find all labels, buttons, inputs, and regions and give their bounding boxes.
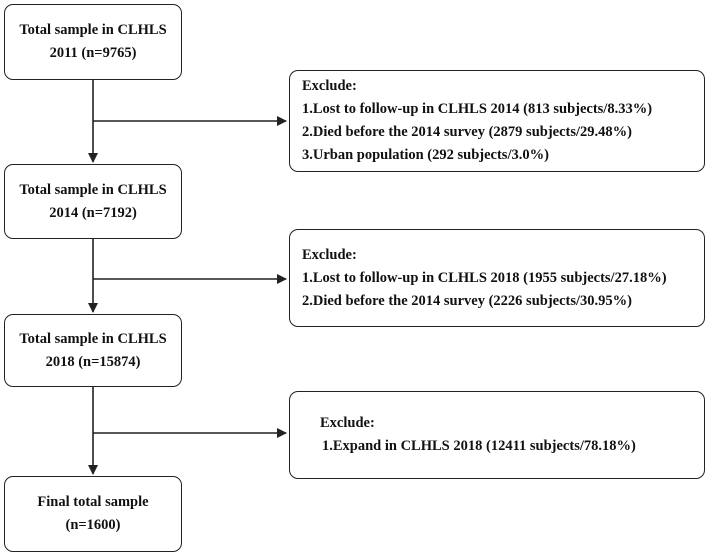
box-line: 2011 (n=9765)	[49, 45, 137, 61]
box-line: Total sample in CLHLS	[19, 22, 167, 38]
total-sample-2014-box: Total sample in CLHLS 2014 (n=7192)	[4, 164, 182, 239]
exclusion-item: 1.Lost to follow-up in CLHLS 2018 (1955 …	[302, 269, 667, 286]
exclusion-item: 2.Died before the 2014 survey (2226 subj…	[302, 292, 632, 309]
total-sample-2011-box: Total sample in CLHLS 2011 (n=9765)	[4, 4, 182, 80]
final-total-sample-box: Final total sample (n=1600)	[4, 476, 182, 552]
box-line: 2014 (n=7192)	[49, 204, 137, 221]
exclusion-box-2014: Exclude: 1.Lost to follow-up in CLHLS 20…	[289, 70, 705, 172]
exclusion-heading: Exclude:	[320, 415, 375, 431]
total-sample-2018-box: Total sample in CLHLS 2018 (n=15874)	[4, 314, 182, 387]
exclusion-heading: Exclude:	[302, 78, 357, 94]
exclusion-item: 2.Died before the 2014 survey (2879 subj…	[302, 124, 632, 140]
exclusion-box-2018: Exclude: 1.Lost to follow-up in CLHLS 20…	[289, 229, 705, 327]
box-line: Total sample in CLHLS	[19, 181, 167, 198]
box-line: Final total sample	[37, 494, 149, 510]
exclusion-item: 3.Urban population (292 subjects/3.0%)	[302, 147, 549, 163]
exclusion-item: 1.Lost to follow-up in CLHLS 2014 (813 s…	[302, 101, 653, 117]
exclusion-box-expand: Exclude: 1.Expand in CLHLS 2018 (12411 s…	[289, 391, 705, 479]
exclusion-heading: Exclude:	[302, 246, 357, 263]
exclusion-item: 1.Expand in CLHLS 2018 (12411 subjects/7…	[322, 438, 636, 454]
box-line: 2018 (n=15874)	[45, 353, 141, 370]
box-line: Total sample in CLHLS	[19, 330, 167, 347]
box-line: (n=1600)	[65, 517, 121, 533]
